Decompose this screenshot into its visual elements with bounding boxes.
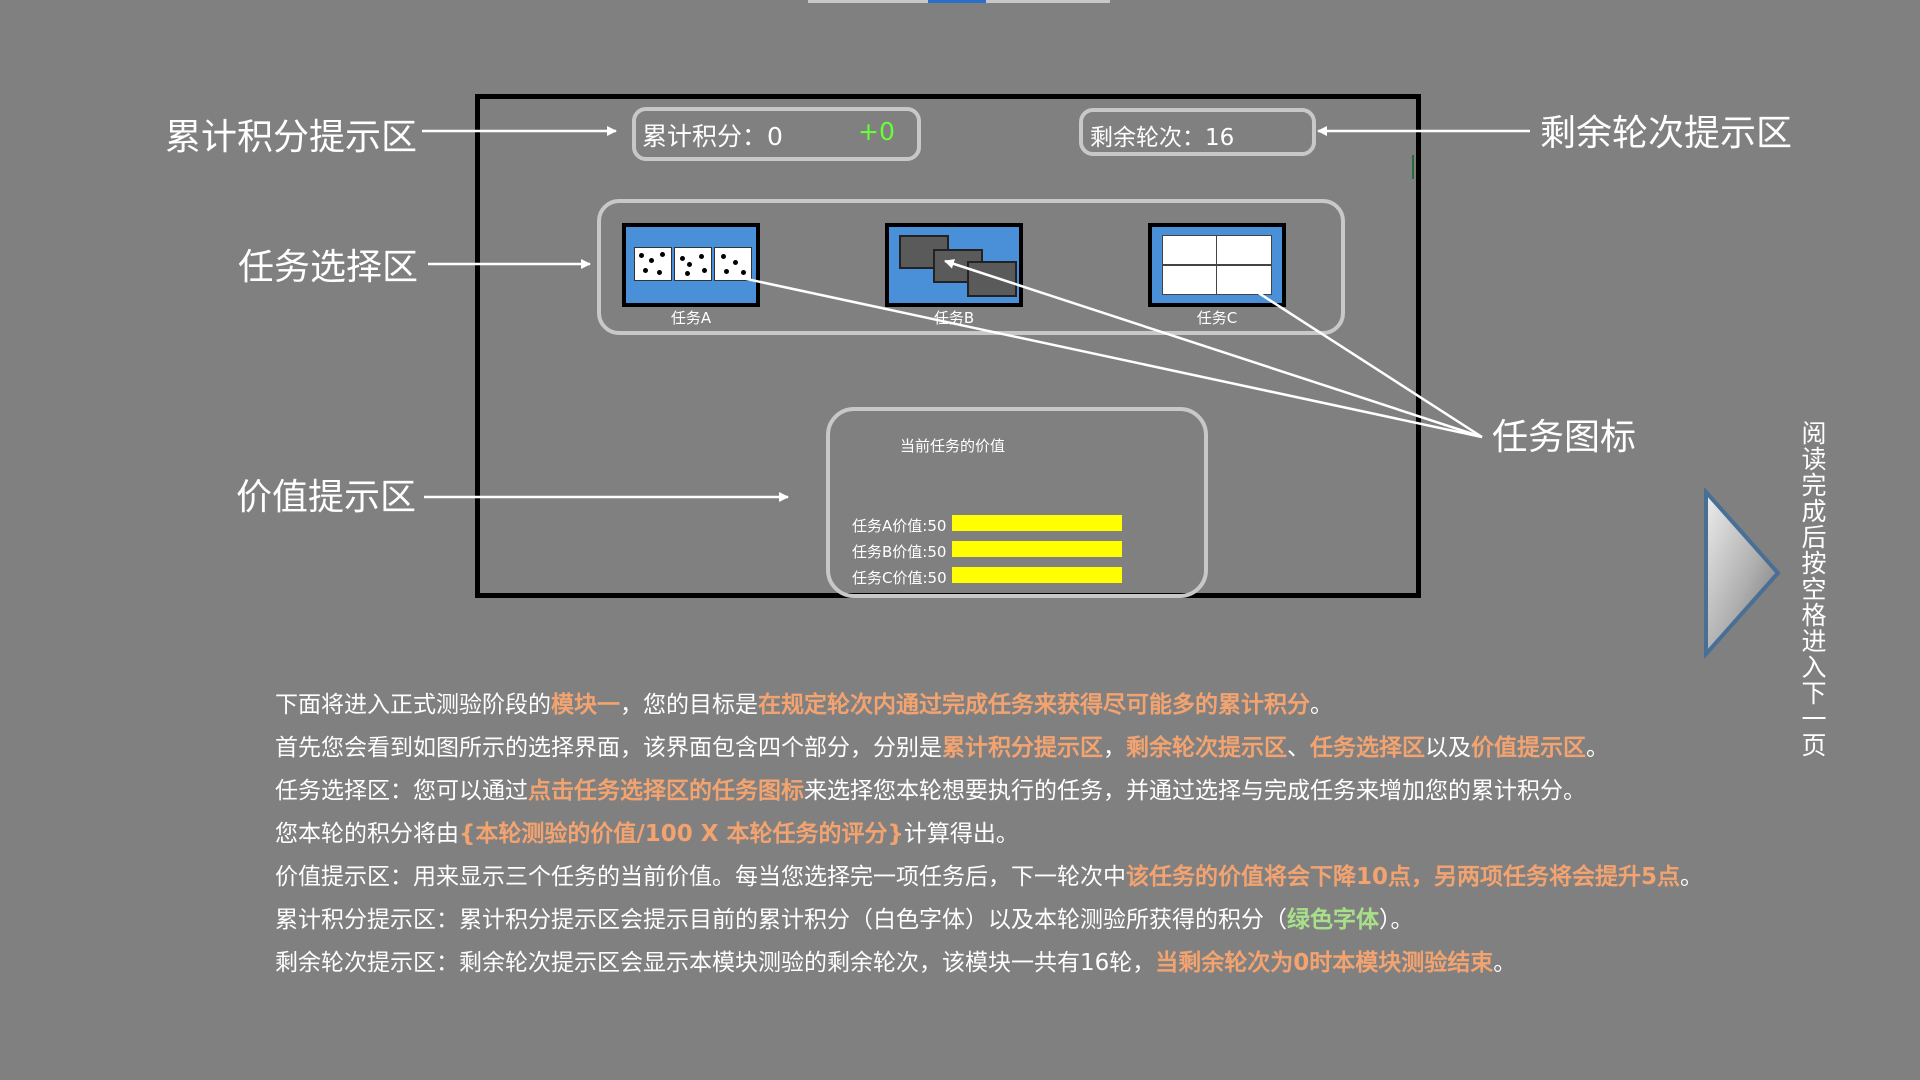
score-label: 累计积分：0 — [642, 122, 783, 151]
value-label-a: 任务A价值:50 — [852, 517, 947, 535]
number-card — [1216, 235, 1272, 265]
callout-rounds-area: 剩余轮次提示区 — [1540, 113, 1793, 154]
instruction-line-7: 剩余轮次提示区：剩余轮次提示区会显示本模块测验的剩余轮次，该模块一共有16轮，当… — [275, 950, 1517, 976]
number-card — [1216, 265, 1272, 295]
instruction-line-6: 累计积分提示区：累计积分提示区会提示目前的累计积分（白色字体）以及本轮测验所获得… — [275, 907, 1414, 933]
callout-task-area: 任务选择区 — [238, 247, 419, 288]
top-progress-strip — [808, 0, 1110, 3]
value-label-c: 任务C价值:50 — [852, 569, 947, 587]
instruction-line-5: 价值提示区：用来显示三个任务的当前价值。每当您选择完一项任务后，下一轮次中该任务… — [275, 864, 1704, 890]
value-bar-b — [952, 541, 1122, 557]
next-page-button[interactable] — [1700, 488, 1784, 658]
number-card — [1162, 235, 1218, 265]
task-c-icon[interactable] — [1148, 223, 1286, 307]
screen-edge-mark — [1412, 155, 1414, 179]
number-card — [1162, 265, 1218, 295]
value-bar-c — [952, 567, 1122, 583]
value-area: 当前任务的价值 任务A价值:50 任务B价值:50 任务C价值:50 — [826, 407, 1208, 598]
triangle-right-icon — [1704, 488, 1781, 658]
callout-score-area: 累计积分提示区 — [165, 117, 418, 158]
top-progress-active — [928, 0, 986, 3]
task-c-thumbnail — [1152, 227, 1282, 303]
score-area: 累计积分：0 +0 — [632, 107, 921, 161]
arrow-task-icon-c — [1239, 279, 1483, 439]
instructions: 下面将进入正式测验阶段的模块一，您的目标是在规定轮次内通过完成任务来获得尽可能多… — [275, 690, 1775, 991]
callout-value-area: 价值提示区 — [236, 477, 417, 518]
task-selection-area: 任务A 任务B 任务C — [597, 199, 1345, 335]
instruction-line-3: 任务选择区：您可以通过点击任务选择区的任务图标来选择您本轮想要执行的任务，并通过… — [275, 778, 1586, 804]
instruction-line-4: 您本轮的积分将由{本轮测验的价值/100 X 本轮任务的评分}计算得出。 — [275, 821, 1019, 847]
dot-card — [634, 247, 672, 281]
value-label-b: 任务B价值:50 — [852, 543, 947, 561]
task-a-icon[interactable] — [622, 223, 760, 307]
value-bar-a — [952, 515, 1122, 531]
score-gain: +0 — [858, 117, 895, 146]
rounds-label: 剩余轮次：16 — [1090, 125, 1235, 151]
callout-task-icon: 任务图标 — [1492, 417, 1637, 458]
grey-card — [967, 261, 1017, 297]
instruction-line-2: 首先您会看到如图所示的选择界面，该界面包含四个部分，分别是累计积分提示区，剩余轮… — [275, 735, 1609, 761]
rounds-area: 剩余轮次：16 — [1079, 108, 1316, 156]
task-a-label: 任务A — [670, 309, 712, 327]
mock-screen: 累计积分：0 +0 剩余轮次：16 — [475, 94, 1421, 598]
arrow-task-icon-b — [944, 259, 1483, 439]
dot-card — [674, 247, 712, 281]
arrow-task-icon-a — [727, 273, 1483, 439]
instruction-line-1: 下面将进入正式测验阶段的模块一，您的目标是在规定轮次内通过完成任务来获得尽可能多… — [275, 692, 1333, 718]
next-page-hint: 阅读完成后按空格进入下一页 — [1798, 420, 1827, 758]
task-a-thumbnail — [626, 227, 756, 303]
task-c-label: 任务C — [1196, 309, 1238, 327]
value-title: 当前任务的价值 — [900, 437, 1006, 455]
